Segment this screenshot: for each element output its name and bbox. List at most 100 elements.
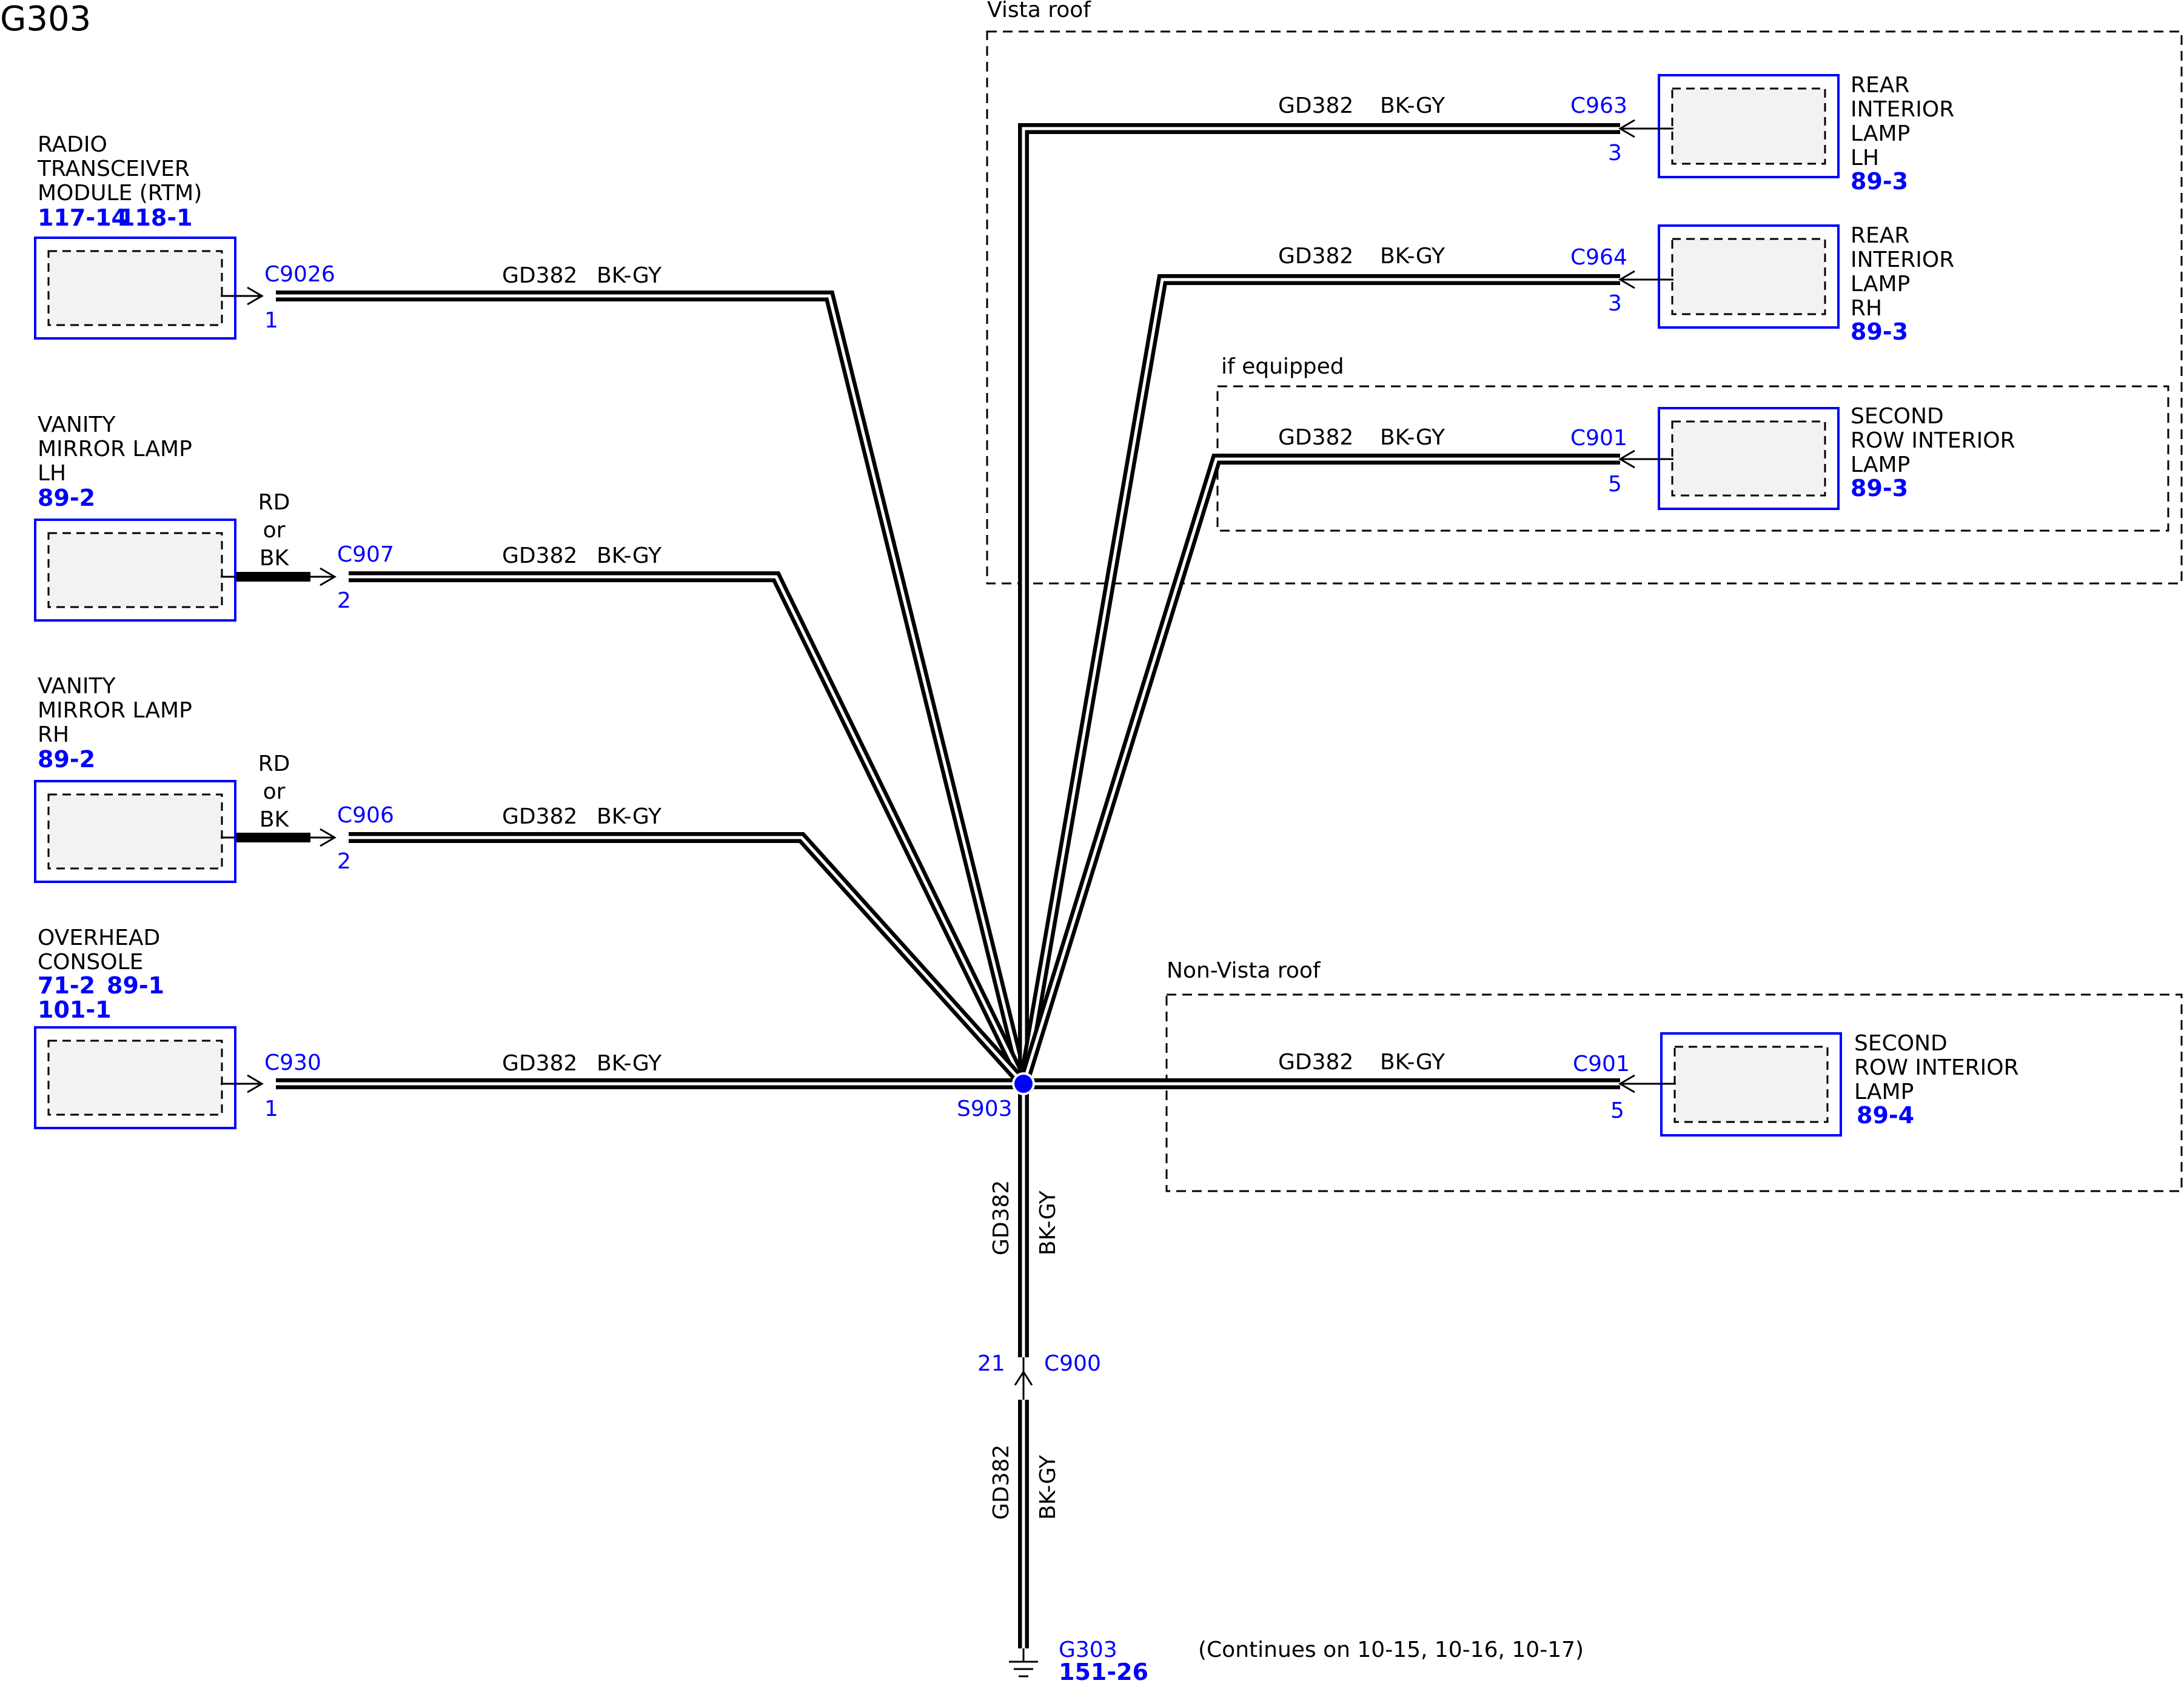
- rear-rh-name-1: REAR: [1851, 223, 1909, 248]
- c900-pin: 21: [977, 1351, 1005, 1376]
- second-row-vista-connector: C901: [1570, 426, 1627, 451]
- wire-overhead-color: BK-GY: [597, 1051, 662, 1076]
- vanity-rh-connector: C906: [337, 803, 394, 828]
- rtm-ref-2: 118-1: [119, 204, 193, 231]
- wire-rear-lh-core: [1022, 127, 1620, 1084]
- harness-wires: [276, 123, 1620, 1648]
- rear-rh-ref: 89-3: [1851, 318, 1908, 345]
- rear-lh-name-1: REAR: [1851, 73, 1909, 98]
- overhead-inner: [47, 1039, 223, 1116]
- wire-down-lower-color: BK-GY: [1036, 1454, 1060, 1520]
- continues-note: (Continues on 10-15, 10-16, 10-17): [1198, 1637, 1584, 1662]
- wire-vanity-lh-circuit: GD382: [502, 543, 577, 568]
- vanity-lh-pigtail-3: BK: [260, 546, 290, 571]
- overhead-ref-3: 101-1: [38, 996, 112, 1023]
- vanity-rh-name-2: MIRROR LAMP: [38, 698, 192, 723]
- wire-vanity-rh-circuit: GD382: [502, 804, 577, 829]
- vanity-rh-pin: 2: [337, 849, 351, 874]
- wire-rear-lh-circuit: GD382: [1278, 93, 1353, 118]
- rear-rh-name-3: LAMP: [1851, 272, 1910, 297]
- vanity-lh-pigtail-2: or: [263, 518, 286, 543]
- wire-rear-rh-circuit: GD382: [1278, 244, 1353, 269]
- rear-lh-connector: C963: [1570, 93, 1627, 118]
- wire-second-row-vista-color: BK-GY: [1380, 425, 1445, 450]
- second-row-vista-name-1: SECOND: [1851, 404, 1944, 429]
- rear-lh-pin-arrow: [1618, 119, 1635, 138]
- vanity-lh-pigtail-1: RD: [258, 490, 290, 515]
- component-vanity-rh: VANITY MIRROR LAMP RH 89-2 RD or BK C906…: [34, 674, 394, 883]
- vanity-lh-pin: 2: [337, 588, 351, 613]
- rear-rh-pin-arrow: [1618, 270, 1635, 289]
- second-row-nonvista-name-3: LAMP: [1854, 1080, 1914, 1104]
- rear-rh-name-4: RH: [1851, 296, 1882, 321]
- rear-lh-pin: 3: [1608, 141, 1622, 166]
- rtm-name-1: RADIO: [38, 132, 107, 157]
- vanity-rh-name-1: VANITY: [38, 674, 116, 699]
- ground-ref: 151-26: [1059, 1659, 1148, 1683]
- vista-roof-box: [986, 30, 2183, 585]
- wire-vanity-rh-core: [349, 836, 1025, 1085]
- rear-lh-name-3: LAMP: [1851, 121, 1910, 146]
- second-row-vista-pin: 5: [1608, 472, 1622, 497]
- if-equipped-label: if equipped: [1221, 354, 1344, 379]
- wire-overhead-circuit: GD382: [502, 1051, 577, 1076]
- wire-rtm-core: [276, 294, 1025, 1084]
- second-row-nonvista-pin: 5: [1610, 1098, 1624, 1123]
- vanity-lh-connector: C907: [337, 542, 394, 567]
- wire-down-upper-color: BK-GY: [1036, 1190, 1060, 1255]
- rtm-pin-arrow: [247, 286, 264, 306]
- component-vanity-lh: VANITY MIRROR LAMP LH 89-2 RD or BK C907…: [34, 412, 394, 622]
- vanity-rh-inner: [47, 793, 223, 870]
- rtm-pin: 1: [264, 308, 278, 333]
- vanity-lh-ref: 89-2: [38, 485, 95, 511]
- c900-pin-arrow: [1014, 1370, 1033, 1386]
- vanity-lh-name-2: MIRROR LAMP: [38, 437, 192, 462]
- splice-label: S903: [957, 1097, 1013, 1121]
- non-vista-roof-box: [1165, 993, 2183, 1192]
- overhead-connector: C930: [264, 1050, 321, 1075]
- second-row-vista-ref: 89-3: [1851, 475, 1908, 502]
- rtm-name-2: TRANSCEIVER: [37, 156, 190, 181]
- overhead-pin-arrow: [247, 1074, 264, 1093]
- vanity-rh-pigtail-1: RD: [258, 751, 290, 776]
- wire-rear-rh-color: BK-GY: [1380, 244, 1445, 269]
- vanity-lh-name-3: LH: [38, 461, 66, 486]
- vanity-lh-name-1: VANITY: [38, 412, 116, 437]
- overhead-name-1: OVERHEAD: [38, 925, 160, 950]
- overhead-ref-2: 89-1: [107, 972, 164, 999]
- vista-roof-label: Vista roof: [987, 0, 1091, 22]
- vanity-rh-pigtail-2: or: [263, 779, 286, 804]
- wire-second-row-vista-core: [1022, 457, 1620, 1084]
- splice-dot: [1014, 1075, 1033, 1093]
- wire-rtm-circuit: GD382: [502, 263, 577, 288]
- component-overhead-console: OVERHEAD CONSOLE 71-2 89-1 101-1 C930 1: [34, 925, 321, 1129]
- wire-rear-rh: [1018, 274, 1620, 1085]
- ground-g303: G303 151-26 (Continues on 10-15, 10-16, …: [1009, 1637, 1584, 1685]
- vanity-rh-pin-arrow: [320, 828, 337, 847]
- vanity-rh-ref: 89-2: [38, 746, 95, 773]
- second-row-vista-name-2: ROW INTERIOR: [1851, 428, 2015, 453]
- rtm-ref-1: 117-14: [38, 204, 127, 231]
- second-row-vista-name-3: LAMP: [1851, 452, 1910, 477]
- wire-rtm-color: BK-GY: [597, 263, 662, 288]
- inline-connector-c900: 21 C900: [977, 1351, 1101, 1400]
- wire-vanity-lh-color: BK-GY: [597, 543, 662, 568]
- wire-rear-rh-core: [1022, 278, 1620, 1084]
- vanity-lh-pin-arrow: [320, 567, 337, 586]
- rear-lh-ref: 89-3: [1851, 168, 1908, 195]
- wire-vanity-lh-core: [349, 575, 1025, 1085]
- second-row-nonvista-name-2: ROW INTERIOR: [1854, 1055, 2019, 1080]
- wire-vanity-rh-color: BK-GY: [597, 804, 662, 829]
- component-second-row-lamp-nonvista: C901 5 SECOND ROW INTERIOR LAMP 89-4 GD3…: [1278, 1031, 2019, 1137]
- vanity-lh-inner: [47, 532, 223, 608]
- rear-lh-name-2: INTERIOR: [1851, 97, 1954, 122]
- wire-second-row-nonvista-circuit: GD382: [1278, 1050, 1353, 1075]
- left-wire-labels: GD382 BK-GY GD382 BK-GY GD382 BK-GY GD38…: [502, 263, 662, 1076]
- splice-s903: S903: [957, 1072, 1035, 1121]
- overhead-ref-1: 71-2: [38, 972, 95, 999]
- wire-rear-lh: [1018, 123, 1620, 1084]
- rear-lh-name-4: LH: [1851, 146, 1879, 170]
- rtm-connector: C9026: [264, 262, 335, 287]
